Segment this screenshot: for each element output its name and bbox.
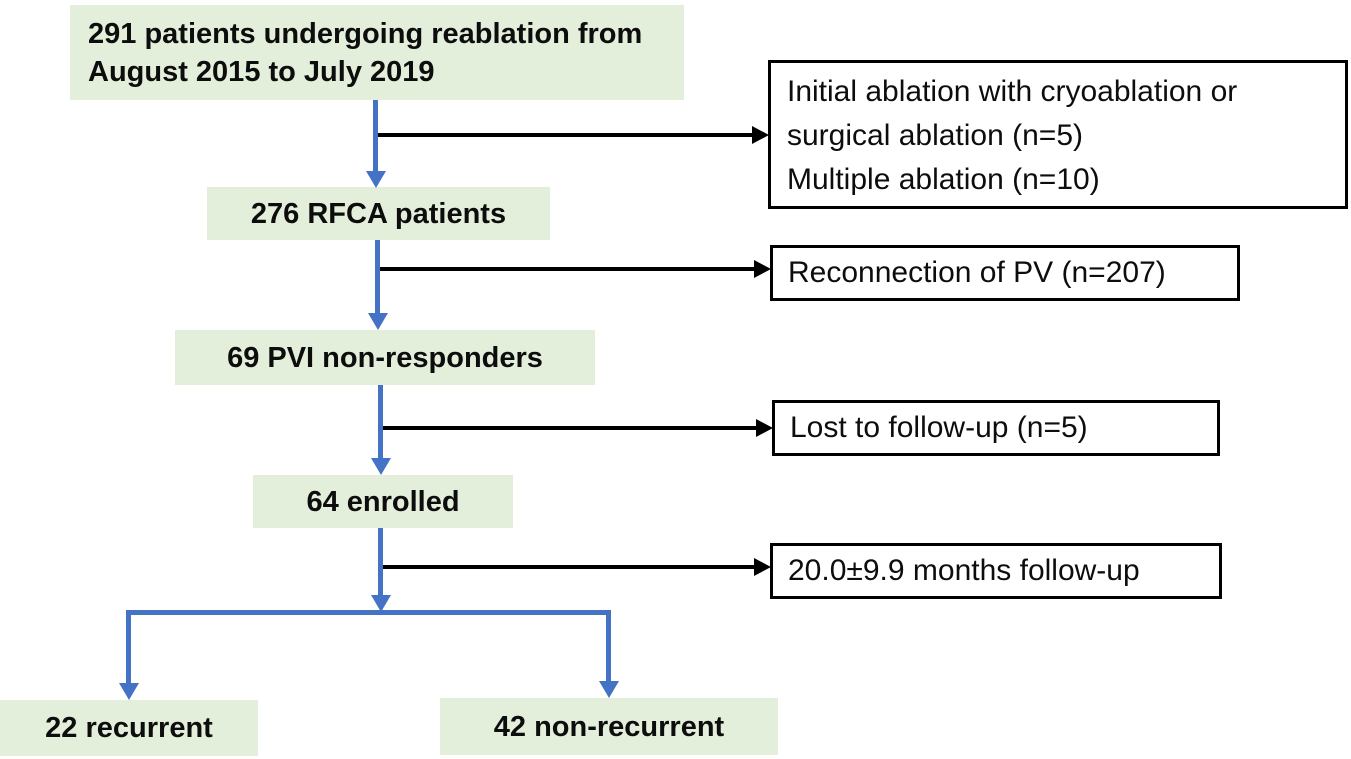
- node-recurrent: 22 recurrent: [0, 700, 258, 756]
- exclusion-arrow-3-line: [381, 426, 757, 430]
- sidebox-follow-up-duration: 20.0±9.9 months follow-up: [770, 543, 1222, 599]
- flow-arrow-2-line: [375, 240, 380, 314]
- exclusion-arrow-4-line: [381, 565, 755, 569]
- flow-arrow-non-recurrent-line: [606, 610, 611, 683]
- flow-arrow-1-head-icon: [366, 171, 386, 188]
- flow-arrow-3-line: [378, 385, 383, 460]
- exclusion-arrow-4-head-icon: [754, 558, 771, 576]
- flow-arrow-4-line: [378, 528, 383, 598]
- node-pvi-non-responders: 69 PVI non-responders: [175, 330, 595, 385]
- flow-arrow-non-recurrent-head-icon: [599, 681, 619, 698]
- exclusion-arrow-1-head-icon: [752, 126, 769, 144]
- exclusion-arrow-2-line: [378, 267, 755, 271]
- flow-arrow-recurrent-line: [126, 610, 131, 685]
- sidebox-initial-ablation: Initial ablation with cryoablation or su…: [768, 60, 1348, 209]
- branch-horizontal-line: [126, 610, 611, 615]
- exclusion-arrow-1-line: [378, 133, 753, 137]
- flow-arrow-2-head-icon: [368, 313, 388, 330]
- sidebox-lost-follow-up: Lost to follow-up (n=5): [772, 400, 1220, 456]
- flow-arrow-recurrent-head-icon: [119, 683, 139, 700]
- node-enrolled: 64 enrolled: [253, 475, 513, 528]
- node-non-recurrent: 42 non-recurrent: [440, 698, 778, 755]
- node-reablation: 291 patients undergoing reablation from …: [70, 5, 684, 100]
- node-rfca-patients: 276 RFCA patients: [207, 187, 550, 240]
- sidebox-initial-ablation-line1: Initial ablation with cryoablation or su…: [787, 75, 1238, 152]
- flow-arrow-4-head-icon: [371, 595, 391, 612]
- exclusion-arrow-3-head-icon: [756, 419, 773, 437]
- exclusion-arrow-2-head-icon: [754, 260, 771, 278]
- flow-arrow-1-line: [373, 100, 378, 174]
- sidebox-reconnection: Reconnection of PV (n=207): [770, 245, 1240, 301]
- flow-arrow-3-head-icon: [371, 458, 391, 475]
- sidebox-initial-ablation-line2: Multiple ablation (n=10): [787, 163, 1100, 196]
